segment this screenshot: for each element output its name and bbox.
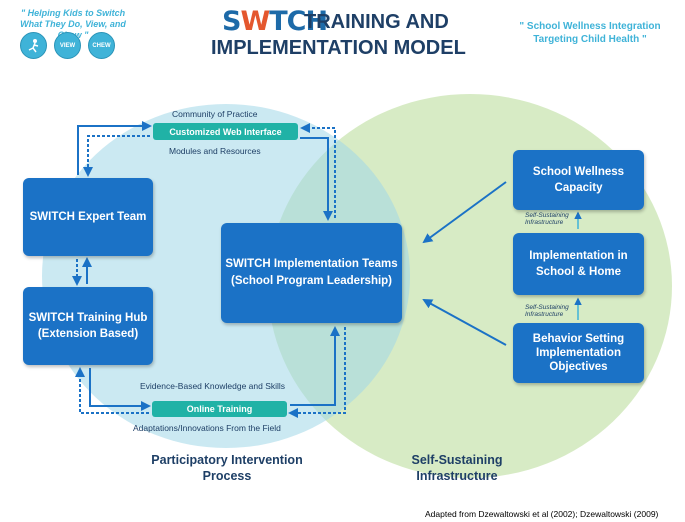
title-line-1: TRAINING AND (304, 11, 449, 33)
self-sustaining-lower-line-2: Infrastructure (525, 311, 564, 318)
self-sustaining-label-upper: Self-Sustaining Infrastructure (525, 212, 569, 226)
chew-icon-label: CHEW (92, 42, 111, 49)
arrow-web-to-impl (300, 137, 333, 221)
behavior-setting-line-2: Implementation (536, 347, 621, 359)
expert-team-label: SWITCH Expert Team (29, 211, 147, 223)
arrow-web-to-impl-dashed (300, 123, 336, 218)
chew-icon: CHEW (88, 32, 115, 59)
behavior-setting-box: Behavior Setting Implementation Objectiv… (513, 323, 644, 383)
self-sustaining-caption-line-2: Infrastructure (416, 469, 498, 483)
citation: Adapted from Dzewaltowski et al (2002); … (425, 509, 659, 519)
implementation-school-home-line-1: Implementation in (529, 250, 628, 262)
logo-s: S (222, 6, 241, 37)
tagline-right-line-2: Targeting Child Health " (533, 34, 647, 45)
community-of-practice-label: Community of Practice (172, 109, 258, 119)
tagline-right: " School Wellness Integration Targeting … (505, 20, 675, 46)
arrow-hub-to-online (89, 368, 151, 411)
arrow-expert-to-web (77, 121, 152, 175)
arrow-online-to-impl (290, 326, 340, 406)
self-sustaining-lower-line-1: Self-Sustaining (525, 304, 569, 311)
self-sustaining-caption: Self-Sustaining Infrastructure (392, 452, 522, 484)
implementation-school-home-line-2: School & Home (536, 266, 621, 278)
training-hub-line-2: (Extension Based) (37, 328, 139, 340)
self-sustaining-label-lower: Self-Sustaining Infrastructure (525, 304, 569, 318)
logo-icons: VIEW CHEW (20, 32, 115, 59)
training-hub-line-1: SWITCH Training Hub (28, 312, 148, 324)
title-line-2: IMPLEMENTATION MODEL (211, 37, 466, 59)
arrow-impl-to-online (288, 327, 346, 418)
training-hub-box: SWITCH Training Hub (Extension Based) (23, 287, 153, 365)
participatory-caption-line-1: Participatory Intervention (151, 453, 303, 467)
switch-logo: SWTCH (222, 6, 328, 37)
self-sustaining-upper-line-1: Self-Sustaining (525, 212, 569, 219)
participatory-caption-line-2: Process (202, 469, 252, 483)
view-icon-label: VIEW (59, 42, 76, 49)
customized-web-interface-pill: Customized Web Interface (153, 123, 298, 140)
online-training-pill: Online Training (152, 401, 287, 417)
tagline-left-line-1: " Helping Kids to Switch (20, 8, 126, 18)
arrow-capacity-to-impl (422, 181, 507, 244)
school-wellness-capacity-line-1: School Wellness (532, 166, 625, 178)
arrow-behavior-to-impl (422, 299, 507, 346)
evidence-based-label: Evidence-Based Knowledge and Skills (140, 381, 286, 391)
school-wellness-capacity-box: School Wellness Capacity (513, 150, 644, 210)
participatory-process-caption: Participatory Intervention Process (138, 452, 316, 484)
expert-team-box: SWITCH Expert Team (23, 178, 153, 256)
logo-w: W (240, 6, 270, 37)
behavior-setting-line-1: Behavior Setting (532, 333, 625, 345)
implementation-teams-line-2: (School Program Leadership) (230, 275, 393, 287)
arrow-online-to-hub (75, 367, 149, 414)
self-sustaining-caption-line-1: Self-Sustaining (411, 453, 503, 467)
adaptations-label: Adaptations/Innovations From the Field (133, 423, 281, 433)
do-icon (20, 32, 47, 59)
self-sustaining-upper-line-2: Infrastructure (525, 219, 564, 226)
behavior-setting-line-3: Objectives (549, 361, 608, 373)
arrow-web-to-expert (83, 135, 150, 177)
implementation-teams-box: SWITCH Implementation Teams (School Prog… (221, 223, 402, 323)
implementation-school-home-box: Implementation in School & Home (513, 233, 644, 295)
view-icon: VIEW (54, 32, 81, 59)
modules-resources-label: Modules and Resources (169, 146, 261, 156)
logo-tch: TCH (269, 6, 328, 37)
implementation-teams-line-1: SWITCH Implementation Teams (225, 258, 398, 270)
tagline-right-line-1: " School Wellness Integration (519, 21, 661, 32)
school-wellness-capacity-line-2: Capacity (554, 182, 603, 194)
